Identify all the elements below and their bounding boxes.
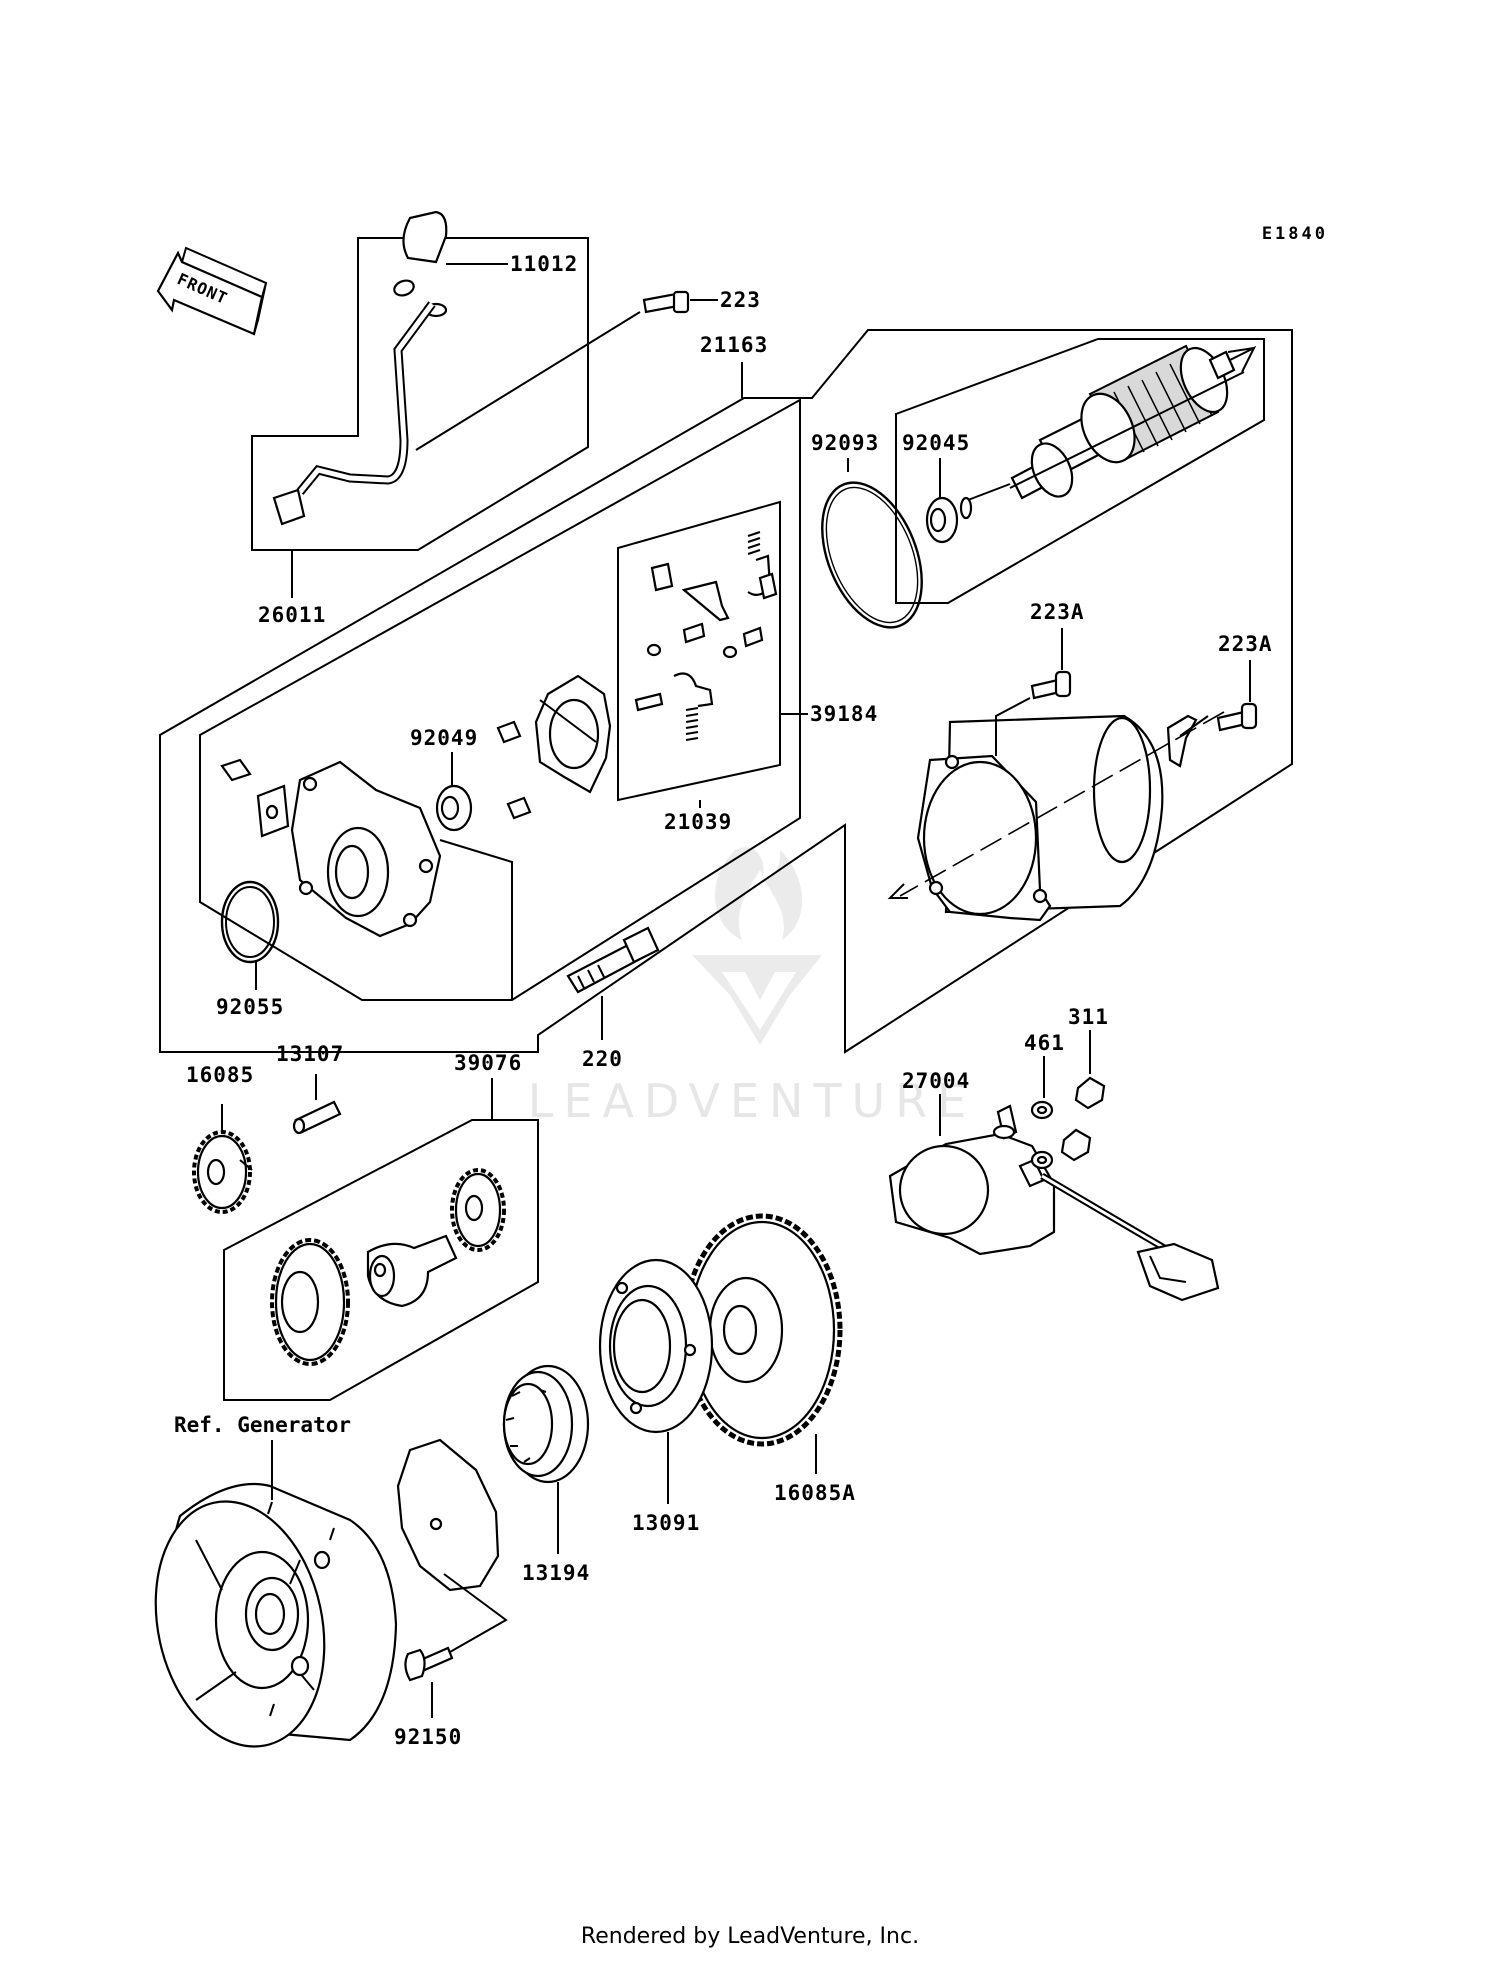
starter-relay-27004 <box>888 1104 1220 1302</box>
clutch-holder-13091 <box>598 1258 714 1434</box>
part-label-16085A[interactable]: 16085A <box>774 1481 856 1505</box>
bearing-92049 <box>435 784 473 832</box>
part-label-92049[interactable]: 92049 <box>410 726 478 750</box>
bolt-223 <box>642 290 690 314</box>
brush-set-box-outline <box>617 500 781 802</box>
part-label-21039[interactable]: 21039 <box>664 810 732 834</box>
reference-generator-label[interactable]: Ref. Generator <box>174 1413 351 1437</box>
washer-461 <box>1030 1100 1054 1170</box>
starter-cable-assembly <box>251 210 589 551</box>
gear-16085 <box>192 1130 253 1214</box>
part-label-92150[interactable]: 92150 <box>394 1725 462 1749</box>
part-label-223A-left[interactable]: 223A <box>1030 600 1085 624</box>
reduction-gear-box-outline <box>223 1119 539 1401</box>
o-ring-92055 <box>220 880 280 964</box>
reduction-gear-set-39076 <box>270 1168 506 1366</box>
through-bolt-220 <box>566 926 660 994</box>
part-label-92045[interactable]: 92045 <box>902 431 970 455</box>
part-label-39076[interactable]: 39076 <box>454 1051 522 1075</box>
subgroup-divider <box>439 839 513 1000</box>
starter-motor-assembly-outline <box>159 329 1293 1054</box>
part-label-21163[interactable]: 21163 <box>700 333 768 357</box>
part-label-27004[interactable]: 27004 <box>902 1069 970 1093</box>
screw-left <box>220 758 252 782</box>
clutch-shim <box>396 1438 500 1592</box>
leadventure-watermark-logo <box>692 847 822 1045</box>
part-label-223[interactable]: 223 <box>720 288 761 312</box>
part-label-92055[interactable]: 92055 <box>216 995 284 1019</box>
end-cover <box>290 760 442 938</box>
generator-rotor <box>154 1482 398 1748</box>
screw-92150-axis <box>443 1573 508 1653</box>
clip-upper <box>496 720 522 744</box>
screw-223A-right <box>1216 702 1258 732</box>
part-label-13091[interactable]: 13091 <box>632 1511 700 1535</box>
part-label-220[interactable]: 220 <box>582 1047 623 1071</box>
part-label-39184[interactable]: 39184 <box>810 702 878 726</box>
part-label-461[interactable]: 461 <box>1024 1031 1065 1055</box>
screw-223A-left-axis <box>995 697 1031 756</box>
armature-box-outline <box>895 338 1265 604</box>
part-label-311[interactable]: 311 <box>1068 1005 1109 1029</box>
armature <box>1009 344 1257 500</box>
clip-lower <box>506 796 532 820</box>
part-label-16085[interactable]: 16085 <box>186 1063 254 1087</box>
brush-set-21039 <box>634 531 778 741</box>
part-label-11012[interactable]: 11012 <box>510 252 578 276</box>
o-ring-92093 <box>821 481 923 629</box>
diagram-code: E1840 <box>1262 224 1328 244</box>
motor-yoke-housing <box>887 711 1225 922</box>
footer-credit: Rendered by LeadVenture, Inc. <box>580 1924 920 1949</box>
part-label-92093[interactable]: 92093 <box>811 431 879 455</box>
one-way-clutch-13194 <box>502 1364 590 1484</box>
part-label-223A-right[interactable]: 223A <box>1218 632 1273 656</box>
screw-223A-left <box>1030 670 1072 700</box>
bearing-92045 <box>925 483 1011 544</box>
front-arrow-icon: FRONT <box>156 246 268 336</box>
watermark-text: LEADVENTURE <box>528 1074 977 1128</box>
sprocket-16085A <box>681 1213 843 1447</box>
bolt-223-axis <box>415 311 641 451</box>
screw-92150 <box>404 1646 454 1682</box>
part-label-13194[interactable]: 13194 <box>522 1561 590 1585</box>
nut-311 <box>1060 1076 1106 1162</box>
brush-plate <box>534 674 612 794</box>
end-cover-subgroup-outline <box>199 398 801 1001</box>
part-label-13107[interactable]: 13107 <box>276 1042 344 1066</box>
part-label-26011[interactable]: 26011 <box>258 603 326 627</box>
